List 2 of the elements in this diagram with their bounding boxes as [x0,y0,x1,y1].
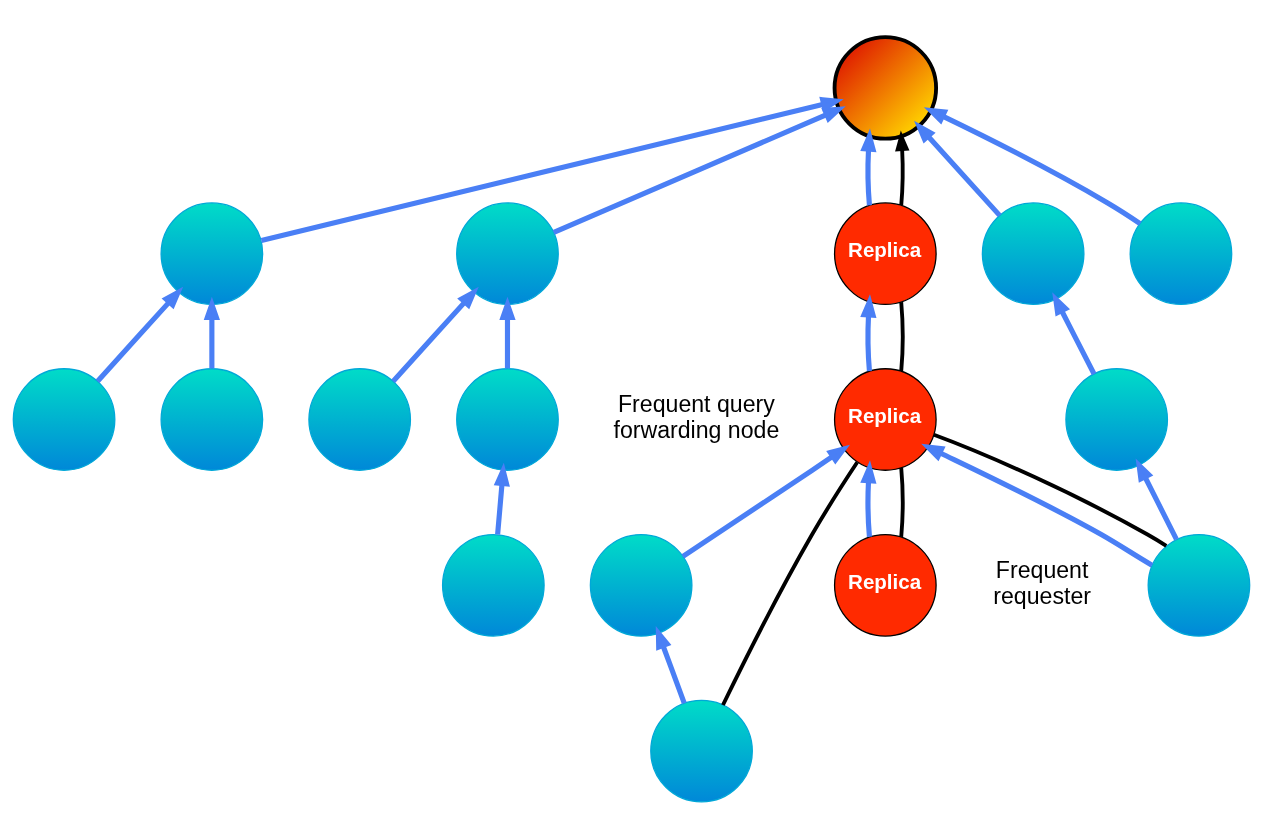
node-label: Frequent requester [993,557,1091,609]
node-label: Frequent query forwarding node [613,391,780,444]
